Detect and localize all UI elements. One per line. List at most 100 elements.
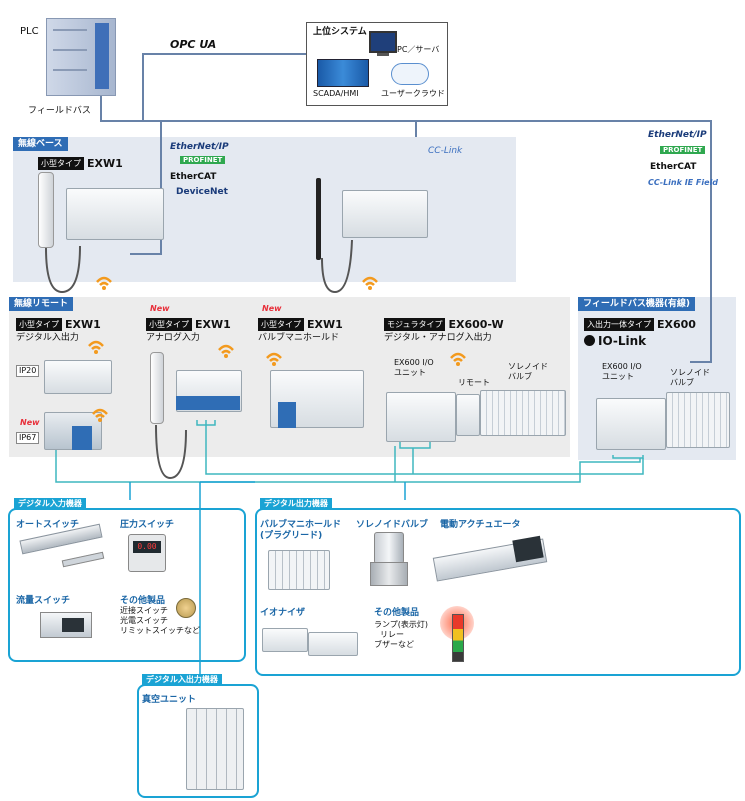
input-other-item-1: 近接スイッチ (120, 606, 168, 615)
exw1-digital-io-unit (44, 360, 112, 394)
host-system-title: 上位システム (313, 27, 367, 37)
plc-label: PLC (20, 26, 39, 37)
opcua-label: OPC UA (170, 38, 217, 51)
wifi-icon (88, 400, 112, 424)
auto-switch-label: オートスイッチ (16, 520, 80, 530)
pressure-switch-image: 0.00 (128, 534, 166, 572)
ex600w-solenoid-valves (480, 390, 566, 436)
proximity-sensor-image (176, 598, 196, 618)
wifi-icon (84, 332, 108, 356)
analog-blue-base (176, 396, 240, 410)
logo-profinet: PROFINET (180, 156, 226, 164)
remote-desc-modular: デジタル・アナログ入出力 (384, 333, 492, 343)
wifi-icon (92, 268, 116, 292)
input-other-item-3: リミットスイッチなど (120, 626, 200, 635)
wireless-base-model: EXW1 (87, 157, 123, 170)
ip20-badge: IP20 (16, 365, 40, 377)
solenoid-valve-body (370, 562, 408, 586)
remote-desc-valve-manifold: バルブマニホールド (258, 333, 340, 343)
remote-label: リモート (458, 378, 490, 387)
iolink-logo: IO-Link (584, 334, 646, 348)
logo-cclink: CC-Link (428, 146, 463, 156)
pc-icon (369, 31, 397, 53)
wifi-icon (446, 344, 470, 368)
cloud-label: ユーザークラウド (381, 89, 445, 98)
ionizer-label: イオナイザ (260, 608, 306, 618)
pc-label: PC／サーバ (397, 45, 440, 54)
new-badge: New (150, 304, 170, 313)
valve-manifold-label: バルブマニホールド (260, 520, 342, 530)
scada-label: SCADA/HMI (313, 89, 359, 98)
new-badge: New (20, 418, 40, 427)
plug-lead-manifold-image (268, 550, 330, 590)
digital-input-panel (8, 508, 246, 662)
host-system-box: 上位システム PC／サーバ SCADA/HMI ユーザークラウド (306, 22, 448, 106)
wireless-base-kind: 小型タイプ (38, 157, 84, 170)
vacuum-unit-image (186, 708, 244, 790)
logo-profinet-right: PROFINET (660, 146, 706, 154)
wifi-icon (358, 268, 382, 292)
input-other-label: その他製品 (120, 596, 166, 606)
solenoid-valve-label: ソレノイドバルブ (356, 520, 429, 530)
new-badge: New (262, 304, 282, 313)
ionizer-image-2 (308, 632, 358, 656)
ex600-wired-valves (666, 392, 730, 448)
fieldbus-label: フィールドバス (28, 106, 91, 116)
ip67-badge: IP67 (16, 432, 40, 444)
output-other-item-1: ランプ(表示灯) (374, 620, 429, 629)
exw1-base-unit-left (66, 188, 164, 240)
logo-ethercat: EtherCAT (170, 172, 217, 182)
actuator-label: 電動アクチュエータ (440, 520, 521, 530)
plc-cabinet (46, 18, 116, 96)
input-other-item-2: 光電スイッチ (120, 616, 168, 625)
antenna-rod-right (316, 178, 321, 260)
ex600w-io-unit (386, 392, 456, 442)
ex600w-remote-unit (456, 394, 480, 436)
exw1-base-unit-right (342, 190, 428, 238)
antenna-rod-analog (150, 352, 164, 424)
vacuum-unit-label: 真空ユニット (142, 695, 197, 705)
fieldbus-wired-header: フィールドバス機器(有線) (578, 297, 696, 311)
wired-solenoid-label: ソレノイド バルブ (670, 368, 710, 387)
ex600-io-label: EX600 I/Oユニット (394, 358, 434, 377)
iolink-label: IO-Link (598, 334, 647, 348)
logo-devicenet: DeviceNet (176, 187, 228, 197)
flow-switch-body (62, 618, 84, 632)
plug-lead-label: (プラグリード) (260, 531, 323, 541)
logo-ethernetip-right: EtherNet/IP (648, 130, 707, 140)
pressure-display: 0.00 (133, 541, 161, 553)
wireless-remote-header: 無線リモート (9, 297, 74, 311)
digital-input-header: デジタル入力機器 (14, 498, 86, 510)
digital-io-header: デジタル入出力機器 (142, 674, 222, 686)
digital-output-panel (255, 508, 741, 676)
logo-ethercat-right: EtherCAT (650, 162, 697, 172)
flow-switch-image (40, 612, 92, 638)
output-other-label: その他製品 (374, 608, 420, 618)
ip67-blue-base (72, 426, 92, 450)
wifi-icon (214, 336, 238, 360)
logo-ethernetip: EtherNet/IP (170, 142, 229, 152)
solenoid-label: ソレノイド バルブ (508, 362, 548, 381)
flow-switch-label: 流量スイッチ (16, 596, 71, 606)
ex600-wired-io-unit (596, 398, 666, 450)
opcua-logo: OPC UA (170, 38, 216, 51)
remote-desc-analog: アナログ入力 (146, 333, 200, 343)
ionizer-image-1 (262, 628, 308, 652)
digital-output-header: デジタル出力機器 (260, 498, 332, 510)
solenoid-valve-image (374, 532, 404, 564)
pressure-switch-label: 圧力スイッチ (120, 520, 175, 530)
output-other-item-2: リレー (380, 630, 404, 639)
cloud-icon (391, 63, 429, 85)
wifi-icon (262, 344, 286, 368)
logo-cclink-ie-field: CC-Link IE Field (648, 178, 719, 187)
scada-screens-icon (317, 59, 369, 87)
output-other-item-3: ブザーなど (374, 640, 414, 649)
antenna-rod-left (38, 172, 54, 248)
